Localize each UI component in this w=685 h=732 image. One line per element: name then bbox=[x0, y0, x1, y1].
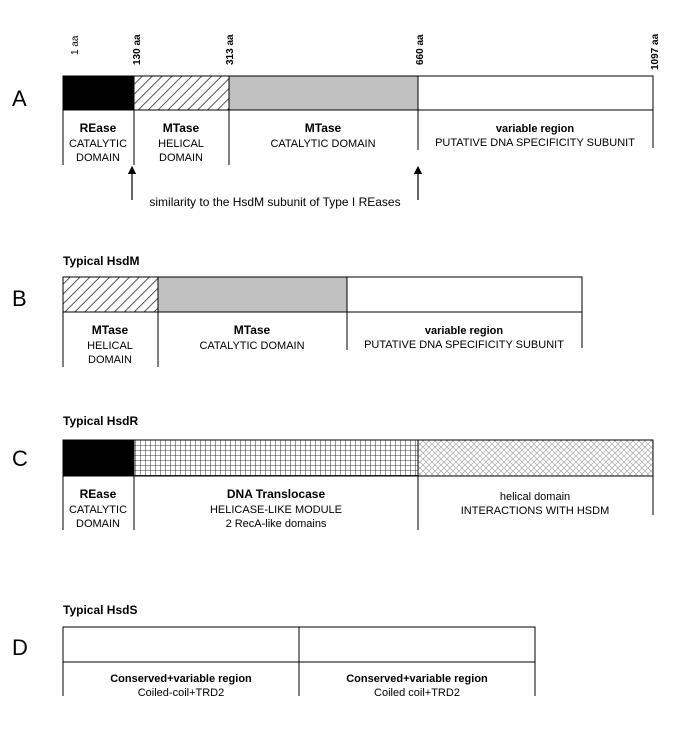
panel-a: A 1 aa 130 aa 313 aa 660 aa 1097 aa REas… bbox=[12, 33, 661, 209]
variable-region-block bbox=[346, 276, 583, 313]
domain-desc-line: CATALYTIC DOMAIN bbox=[270, 138, 375, 150]
domain-desc-line: DOMAIN bbox=[88, 354, 132, 366]
panel-d-letter: D bbox=[12, 635, 28, 660]
domain-desc-line: DOMAIN bbox=[76, 518, 120, 530]
position-label-660: 660 aa bbox=[415, 34, 426, 65]
domain-desc-line: helical domain bbox=[500, 491, 570, 503]
panel-c: Typical HsdR C REase CATALYTIC DOMAIN DN… bbox=[12, 414, 654, 530]
mtase-catalytic-title: MTase bbox=[305, 121, 342, 135]
dna-translocase-title: DNA Translocase bbox=[227, 487, 326, 501]
panel-a-letter: A bbox=[12, 86, 27, 111]
domain-desc-line: DOMAIN bbox=[76, 152, 120, 164]
dna-translocase-block bbox=[133, 439, 419, 477]
similarity-note: similarity to the HsdM subunit of Type I… bbox=[149, 195, 400, 209]
domain-desc-line: HELICAL bbox=[87, 340, 133, 352]
mtase-helical-title: MTase bbox=[163, 121, 200, 135]
mtase-helical-title: MTase bbox=[92, 323, 129, 337]
rease-title: REase bbox=[80, 487, 117, 501]
domain-desc-line: 2 RecA-like domains bbox=[226, 518, 327, 530]
hsds-region-2-block bbox=[298, 626, 536, 663]
panel-c-letter: C bbox=[12, 446, 28, 471]
domain-desc-line: CATALYTIC bbox=[69, 138, 127, 150]
position-label-1097: 1097 aa bbox=[650, 33, 661, 70]
helical-domain-block bbox=[417, 439, 654, 477]
panel-b-heading: Typical HsdM bbox=[63, 254, 139, 268]
panel-b-letter: B bbox=[12, 286, 27, 311]
domain-desc-line: CATALYTIC DOMAIN bbox=[199, 340, 304, 352]
domain-desc-line: INTERACTIONS WITH HSDM bbox=[461, 505, 610, 517]
mtase-catalytic-block bbox=[228, 75, 419, 111]
rease-title: REase bbox=[80, 121, 117, 135]
position-label-1: 1 aa bbox=[70, 35, 81, 55]
panel-b: Typical HsdM B MTase HELICAL DOMAIN MTas… bbox=[12, 254, 583, 367]
domain-desc-line: HELICAL bbox=[158, 138, 204, 150]
mtase-catalytic-block bbox=[157, 276, 348, 313]
domain-desc-line: PUTATIVE DNA SPECIFICITY SUBUNIT bbox=[364, 339, 564, 351]
panel-c-heading: Typical HsdR bbox=[63, 414, 138, 428]
mtase-helical-block bbox=[133, 75, 230, 111]
domain-desc-line: CATALYTIC bbox=[69, 504, 127, 516]
rease-catalytic-block bbox=[62, 439, 135, 477]
variable-region-title: variable region bbox=[496, 123, 575, 135]
variable-region-title: variable region bbox=[425, 325, 504, 337]
mtase-catalytic-title: MTase bbox=[234, 323, 271, 337]
domain-desc-line: DOMAIN bbox=[159, 152, 203, 164]
variable-region-block bbox=[417, 75, 654, 111]
hsds-region-1-title: Conserved+variable region bbox=[110, 673, 252, 685]
domain-desc-line: Coiled-coil+TRD2 bbox=[138, 687, 225, 699]
domain-desc-line: PUTATIVE DNA SPECIFICITY SUBUNIT bbox=[435, 137, 635, 149]
hsds-region-2-title: Conserved+variable region bbox=[346, 673, 488, 685]
domain-desc-line: HELICASE-LIKE MODULE bbox=[210, 504, 342, 516]
rease-catalytic-block bbox=[62, 75, 135, 111]
position-label-313: 313 aa bbox=[225, 34, 236, 65]
panel-d: Typical HsdS D Conserved+variable region… bbox=[12, 603, 536, 699]
position-label-130: 130 aa bbox=[132, 34, 143, 65]
mtase-helical-block bbox=[62, 276, 159, 313]
hsds-region-1-block bbox=[62, 626, 300, 663]
panel-d-heading: Typical HsdS bbox=[63, 603, 137, 617]
domain-desc-line: Coiled coil+TRD2 bbox=[374, 687, 460, 699]
